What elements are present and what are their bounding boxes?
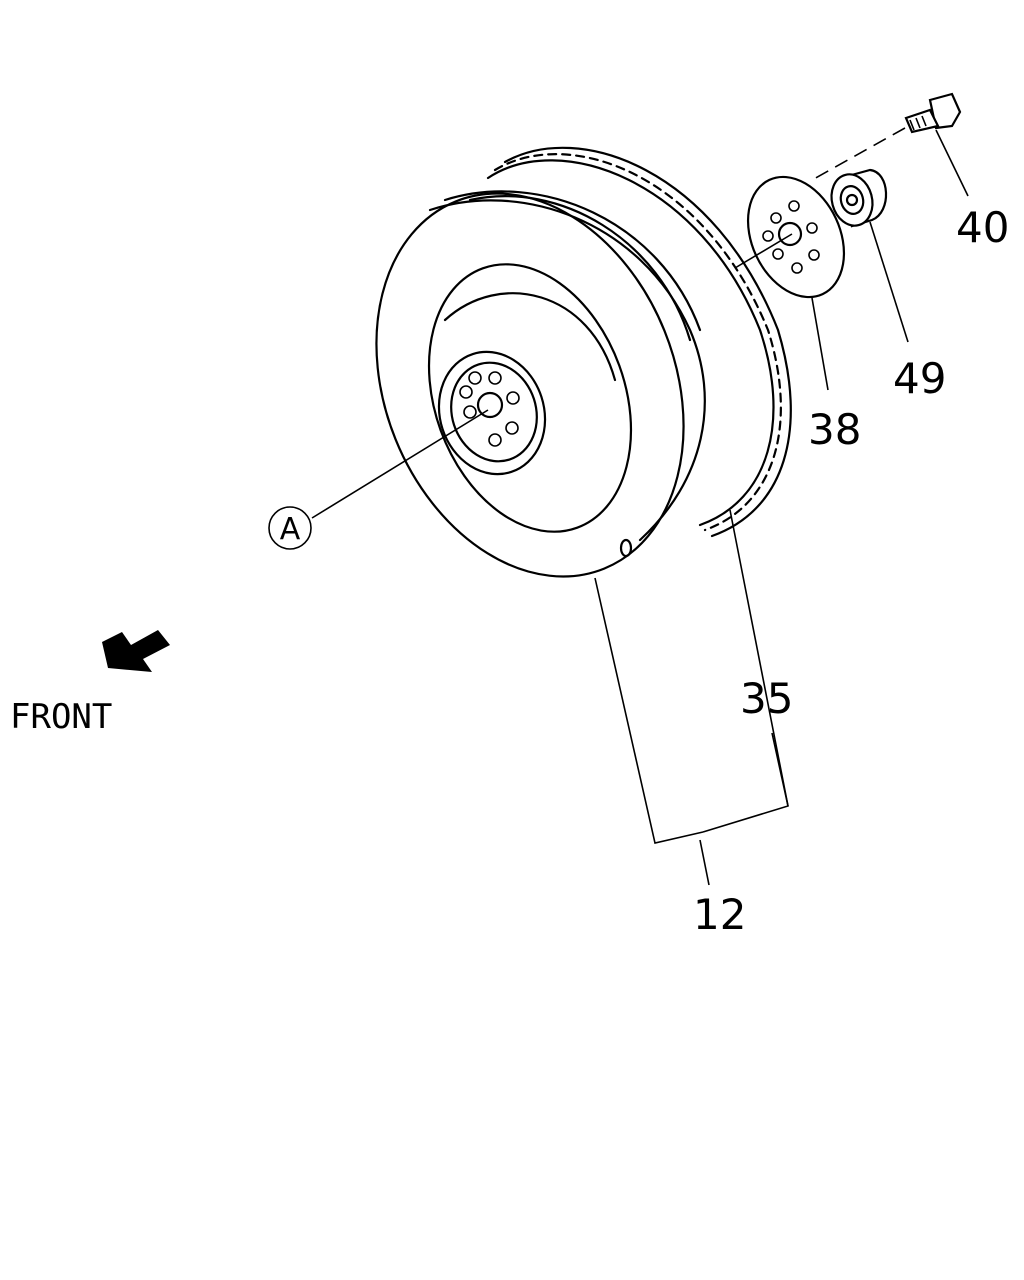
front-label: FRONT: [10, 697, 112, 737]
arrow-down-left-icon: [102, 630, 170, 672]
leader-lines: [311, 127, 969, 886]
callout-38: 38: [808, 405, 861, 454]
callout-12: 12: [693, 890, 746, 939]
callout-40: 40: [956, 203, 1009, 252]
ring-gear: [486, 146, 792, 538]
callout-49: 49: [893, 354, 946, 403]
bearing-49: [830, 168, 888, 228]
bolt-40: [904, 92, 962, 134]
reference-marker-a: A: [268, 506, 312, 550]
callout-35: 35: [740, 674, 793, 723]
svg-text:A: A: [280, 512, 301, 547]
hub: [437, 350, 547, 476]
flywheel: [375, 146, 792, 578]
